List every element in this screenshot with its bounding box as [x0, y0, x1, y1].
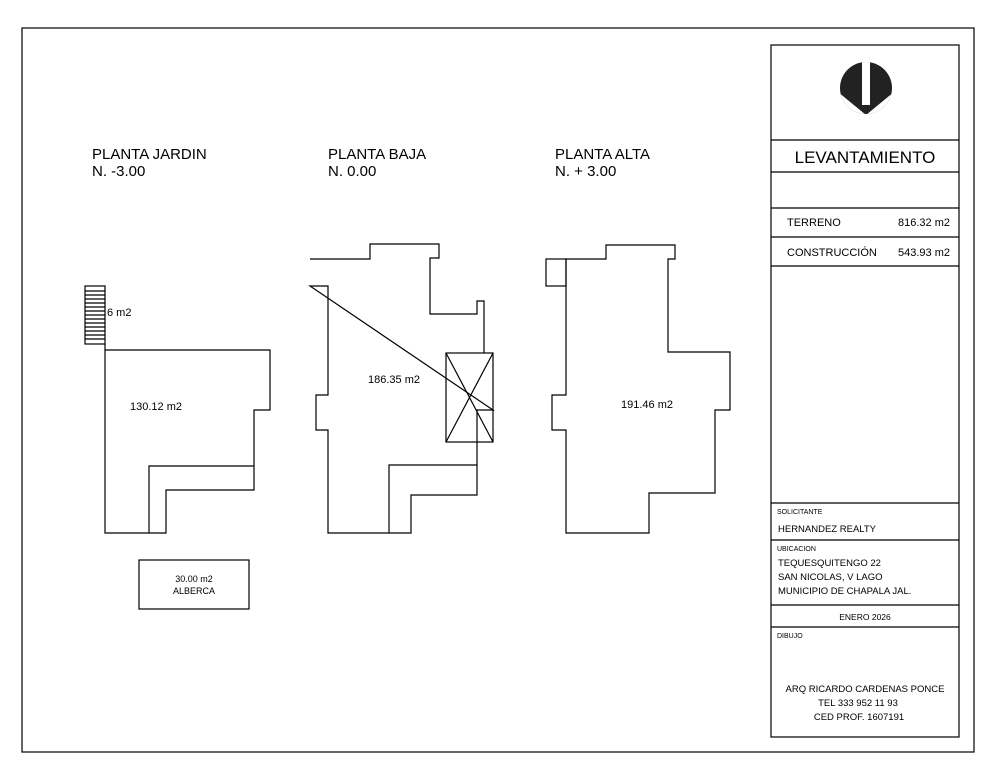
cedula: CED PROF. 1607191: [814, 712, 904, 723]
dibujo-label: DIBUJO: [777, 633, 803, 640]
floor-outline: [308, 243, 495, 534]
construccion-label: CONSTRUCCIÓN: [787, 246, 877, 259]
solicitante: HERNANDEZ REALTY: [778, 524, 877, 535]
inner-line: [388, 464, 477, 533]
plan-title: PLANTA BAJA: [328, 146, 426, 163]
floor-outline: [104, 344, 271, 534]
plan-title: PLANTA ALTA: [555, 146, 650, 163]
construccion-value: 543.93 m2: [898, 247, 950, 259]
sheet-border: [21, 27, 975, 753]
plan-level: N. 0.00: [328, 163, 376, 180]
floor-outline: [551, 244, 731, 534]
title-block: LEVANTAMIENTO TERRENO 816.32 m2 CONSTRUC…: [770, 44, 960, 738]
stairs-area: 6 m2: [107, 307, 131, 319]
ubicacion-line: SAN NICOLAS, V LAGO: [778, 572, 883, 583]
inner-line: [148, 465, 254, 533]
date: ENERO 2026: [839, 612, 891, 622]
plan-baja: PLANTA BAJA N. 0.00 186.35 m2: [308, 146, 495, 534]
telephone: TEL 333 952 11 93: [818, 698, 898, 709]
author: ARQ RICARDO CARDENAS PONCE: [786, 684, 945, 695]
terreno-value: 816.32 m2: [898, 217, 950, 229]
pool-outline: [138, 559, 250, 610]
plan-level: N. -3.00: [92, 163, 145, 180]
ubicacion-label: UBICACION: [777, 546, 816, 553]
pool-area: 30.00 m2: [175, 574, 213, 584]
plan-level: N. + 3.00: [555, 163, 616, 180]
plan-area: 130.12 m2: [130, 401, 182, 413]
solicitante-label: SOLICITANTE: [777, 509, 823, 516]
stairs: [84, 285, 106, 345]
chevron-circle-logo: [840, 62, 892, 114]
terreno-label: TERRENO: [787, 217, 841, 229]
plan-title: PLANTA JARDIN: [92, 146, 207, 163]
stair-void: [445, 352, 494, 443]
pool-label: ALBERCA: [173, 586, 215, 596]
ubicacion-line: MUNICIPIO DE CHAPALA JAL.: [778, 586, 911, 597]
plan-area: 191.46 m2: [621, 399, 673, 411]
sheet-title: LEVANTAMIENTO: [795, 148, 936, 167]
balcony: [545, 258, 567, 287]
plan-alta: PLANTA ALTA N. + 3.00 191.46 m2: [545, 146, 731, 534]
plan-area: 186.35 m2: [368, 374, 420, 386]
ubicacion-line: TEQUESQUITENGO 22: [778, 558, 881, 569]
plan-jardin: PLANTA JARDIN N. -3.00 6 m2 130.12 m2 30…: [84, 146, 271, 610]
